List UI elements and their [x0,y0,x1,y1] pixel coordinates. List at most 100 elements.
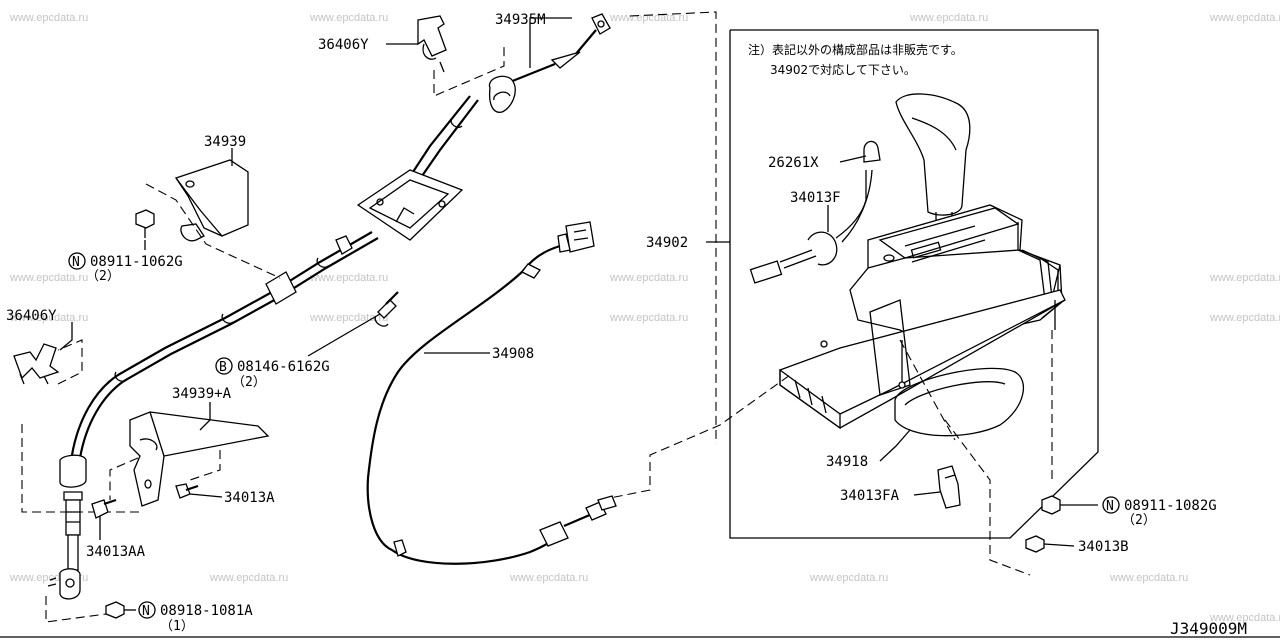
bolt-34013a [175,483,191,499]
switch [937,465,961,509]
leader [839,155,867,163]
watermark: www.epcdata.ru [609,272,688,284]
nut-quantity: （2） [1122,513,1156,528]
nut-prefix: N [72,255,80,270]
label-socket[interactable]: 34013F [790,190,841,206]
bracket-edge [175,177,223,237]
label-shifter-assy[interactable]: 34902 [646,235,688,251]
dashed-leader [599,374,791,501]
bulb-wire [841,169,873,243]
bracket [174,159,249,237]
label-bolt-34013aa[interactable]: 34013AA [86,544,146,560]
label-cover[interactable]: 34918 [826,454,868,470]
right-nuts [1025,495,1061,553]
nut-prefix-circle [68,252,86,270]
stud-end [898,381,906,389]
cable-line [391,531,563,565]
cable-sheath [70,231,373,456]
label-bracket-upper[interactable]: 34939 [204,134,246,150]
leader [59,322,73,351]
dashed-leader [145,183,281,279]
clip-hook [422,43,437,60]
cable-end-tip [597,495,617,511]
watermark: www.epcdata.ru [809,572,888,584]
bracket-lower [91,411,270,519]
label-bolt-34013a[interactable]: 34013A [224,490,275,506]
bracket-foot [180,223,205,242]
label-cable-34908[interactable]: 34908 [492,346,534,362]
label-clip-lower[interactable]: 36406Y [6,308,57,324]
bolt-part-number: 08146-6162G [237,359,330,375]
label-cable-main[interactable]: 34935M [495,12,546,28]
cable-sheath [78,237,379,459]
cable-rod-end [67,534,79,571]
leader [1043,543,1075,547]
clip-tab [439,61,445,73]
cable-end-rod [563,512,593,528]
nut [135,209,155,229]
watermark: www.epcdata.ru [1209,272,1280,284]
nut [105,601,125,619]
shifter-assembly-box: 注）表記以外の構成部品は非販売です。 34902で対応して下さい。 [729,29,1099,539]
cable-clip [393,539,407,557]
nut-quantity: （2） [86,269,120,284]
leader [529,17,572,68]
watermark: www.epcdata.ru [1209,612,1280,624]
socket-connector [749,260,783,284]
label-switch[interactable]: 34013FA [840,488,900,504]
leader [199,402,211,431]
knob-contour [911,117,957,151]
shifter-cover [894,367,1024,437]
cable-mount-plate [356,169,464,241]
cable-rod-lower [65,499,81,536]
label-bulb[interactable]: 26261X [768,155,819,171]
cable-collar [265,271,297,305]
label-nut-34013b[interactable]: 34013B [1078,539,1129,555]
bracket-edge [149,411,165,457]
base-edge [839,299,1066,415]
cable-collar [335,235,353,255]
watermarks: www.epcdata.ru www.epcdata.ru www.epcdat… [9,12,1280,624]
nut-quantity: （1） [160,619,194,634]
nut [1041,495,1061,515]
indicator-slot [904,225,986,263]
nut-34013b [1025,535,1045,553]
housing-edge [867,249,1021,269]
watermark: www.epcdata.ru [1109,572,1188,584]
bracket-hole [185,180,195,188]
label-clip-upper[interactable]: 36406Y [318,37,369,53]
assembly-note-line1: 注）表記以外の構成部品は非販売です。 [748,42,963,57]
watermark: www.epcdata.ru [9,272,88,284]
housing-side [1039,257,1059,319]
bolt-prefix-circle [215,357,233,375]
clip-upper [417,15,505,97]
bracket-upper [135,159,281,279]
watermark: www.epcdata.ru [609,12,688,24]
label-nut-right[interactable]: N 08911-1082G （2） [1102,496,1217,528]
stud-end [820,340,828,348]
cable-lower-collar [63,491,83,501]
cable-end-bushing [59,568,81,600]
nut-prefix-circle [1102,496,1120,514]
label-center-bolt[interactable]: B 08146-6162G （2） [215,357,330,390]
dashed-leader [899,339,956,441]
housing-hole [883,254,895,262]
socket-wire [779,249,817,269]
label-nut-upper[interactable]: N 08911-1062G （2） [68,252,183,284]
base-front [779,368,841,430]
leader [189,493,223,498]
switch-detail [944,474,956,479]
leader-lines [59,17,1098,611]
assembly-note-line2: 34902で対応して下さい。 [770,63,916,77]
clip [417,15,447,57]
bracket-cutout [139,438,158,451]
cable-sheath [509,62,556,84]
cable-line [366,244,561,552]
cable-rod [574,29,597,56]
mount-clip [395,207,415,223]
sheath-break [316,257,329,268]
bolt-shank [385,291,399,305]
label-nut-lower[interactable]: N 08918-1081A （1） [138,601,253,634]
label-bracket-lower[interactable]: 34939+A [172,386,232,402]
